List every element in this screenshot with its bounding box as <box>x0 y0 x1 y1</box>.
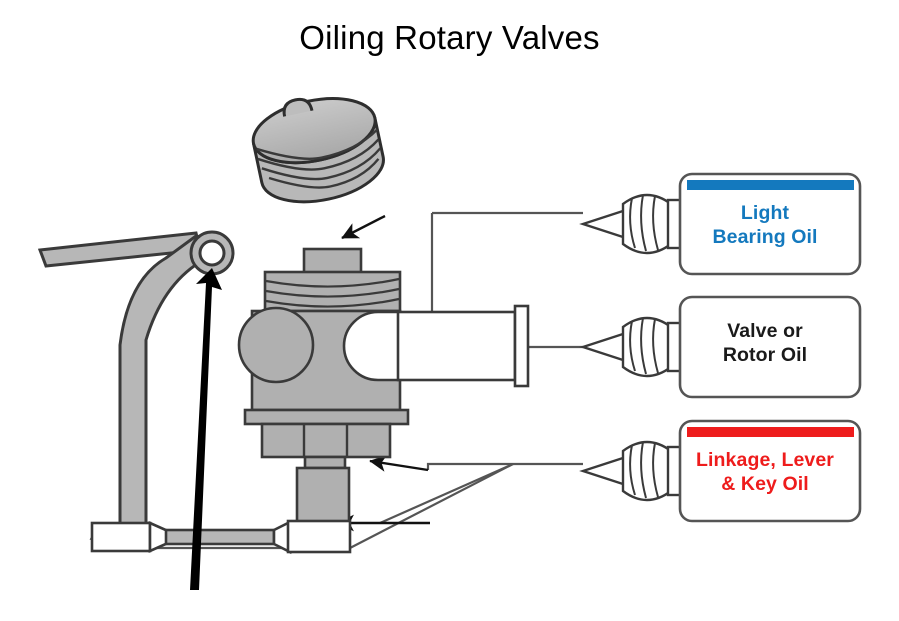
seg-arrow-upper-stem <box>369 455 429 472</box>
bottle-3-stripe <box>687 427 854 437</box>
bottle-2-body[interactable] <box>678 295 862 399</box>
valve-lower-block <box>260 422 392 459</box>
valve-top-nub <box>302 247 363 276</box>
ball-joint-right <box>286 519 352 554</box>
lower-stem-block <box>295 466 351 524</box>
bottle-3-tip <box>579 455 628 487</box>
seg-arrow-cap-threads <box>341 214 386 240</box>
page-title: Oiling Rotary Valves <box>299 19 600 56</box>
valve-bottom-flange <box>243 408 410 426</box>
bottle-linkage-lever-key-oil[interactable] <box>579 419 862 523</box>
leader-linkage-diagonal <box>379 462 514 525</box>
bottle-1-stripe <box>687 180 854 190</box>
rotary-valve-body-assembly <box>237 247 530 553</box>
valve-left-boss <box>237 306 315 384</box>
arrow-to-lever-pivot <box>190 268 222 590</box>
linkage-assembly <box>90 519 352 555</box>
rotary-valve-cap <box>251 97 385 204</box>
lever-pivot-hole <box>198 239 226 267</box>
leader-arrow-segments <box>89 214 430 543</box>
rotor-spindle-tube <box>396 310 517 382</box>
bottle-1-body[interactable] <box>678 172 862 276</box>
rotor-tube-end-collar <box>513 304 530 388</box>
lower-stem-neck <box>303 455 347 470</box>
ball-joint-left <box>90 521 152 553</box>
bottle-light-bearing-oil[interactable] <box>579 172 862 276</box>
valve-right-port <box>342 310 402 382</box>
bottle-3-body[interactable] <box>678 419 862 523</box>
bottle-1-tip <box>579 208 628 240</box>
linkage-rod <box>164 528 276 546</box>
leader-linkage-to-upper-branch <box>426 462 513 470</box>
bottle-2-tip <box>579 331 628 363</box>
bottle-valve-or-rotor-oil[interactable] <box>579 295 862 399</box>
